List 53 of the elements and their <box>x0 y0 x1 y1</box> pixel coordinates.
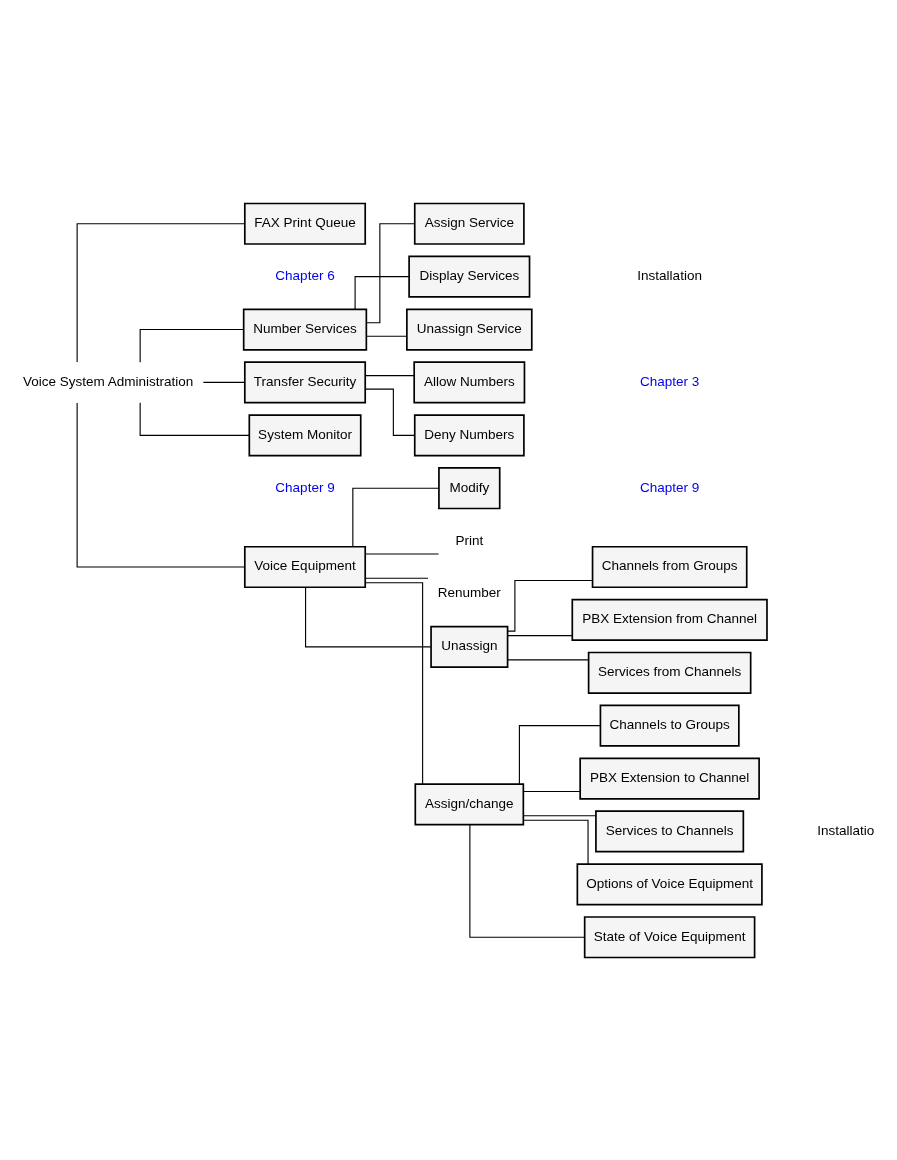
connector <box>364 374 415 376</box>
connector <box>507 579 593 632</box>
node-box: PBX Extension from Channel <box>571 598 768 641</box>
node-label: Chapter 6 <box>275 267 335 283</box>
connector <box>305 586 432 647</box>
node-text: Print <box>455 532 484 548</box>
connector <box>76 401 246 568</box>
node-box: PBX Extension to Channel <box>579 756 760 800</box>
connector <box>354 275 410 310</box>
connector <box>364 581 424 785</box>
connector <box>364 553 440 555</box>
node-box: FAX Print Queue <box>243 202 367 245</box>
node-box: Assign Service <box>413 202 525 245</box>
label: Chapter 9 <box>639 479 700 495</box>
node-text: Renumber <box>437 584 501 600</box>
node-box: Unassign <box>430 625 509 668</box>
connector <box>522 819 589 865</box>
connector <box>352 487 440 547</box>
node-text: Voice System Administration <box>22 373 194 389</box>
connector <box>139 401 250 436</box>
connector <box>469 823 586 938</box>
node-box: Display Services <box>408 255 531 298</box>
node-box: Services from Channels <box>587 651 752 694</box>
connector <box>522 814 597 816</box>
node-box: Assign/change <box>414 782 525 826</box>
node-box: Options of Voice Equipment <box>576 862 763 905</box>
connector <box>202 381 245 383</box>
label: Chapter 3 <box>639 373 700 389</box>
connector <box>139 328 245 363</box>
connector <box>366 335 408 337</box>
node-box: Unassign Service <box>406 307 533 351</box>
connector <box>364 388 416 436</box>
node-box: Number Services <box>242 307 368 351</box>
node-box: Channels to Groups <box>599 704 740 747</box>
node-box: State of Voice Equipment <box>583 915 756 958</box>
connector <box>364 577 429 579</box>
connector <box>507 658 589 660</box>
connector <box>522 790 581 792</box>
node-box: Deny Numbers <box>413 413 525 456</box>
node-box: Allow Numbers <box>413 360 526 404</box>
node-box: Modify <box>438 466 501 509</box>
node-box: Transfer Security <box>243 360 367 404</box>
node-box: System Monitor <box>248 413 362 456</box>
node-box: Services to Channels <box>595 809 745 853</box>
connector <box>365 222 416 323</box>
label: Installatio <box>817 822 875 838</box>
connector <box>518 724 601 785</box>
node-box: Channels from Groups <box>591 545 748 588</box>
node-box: Voice Equipment <box>243 545 367 588</box>
label: Installation <box>637 267 702 283</box>
node-label: Chapter 9 <box>275 479 335 495</box>
connector <box>507 634 573 636</box>
connector <box>76 222 246 363</box>
